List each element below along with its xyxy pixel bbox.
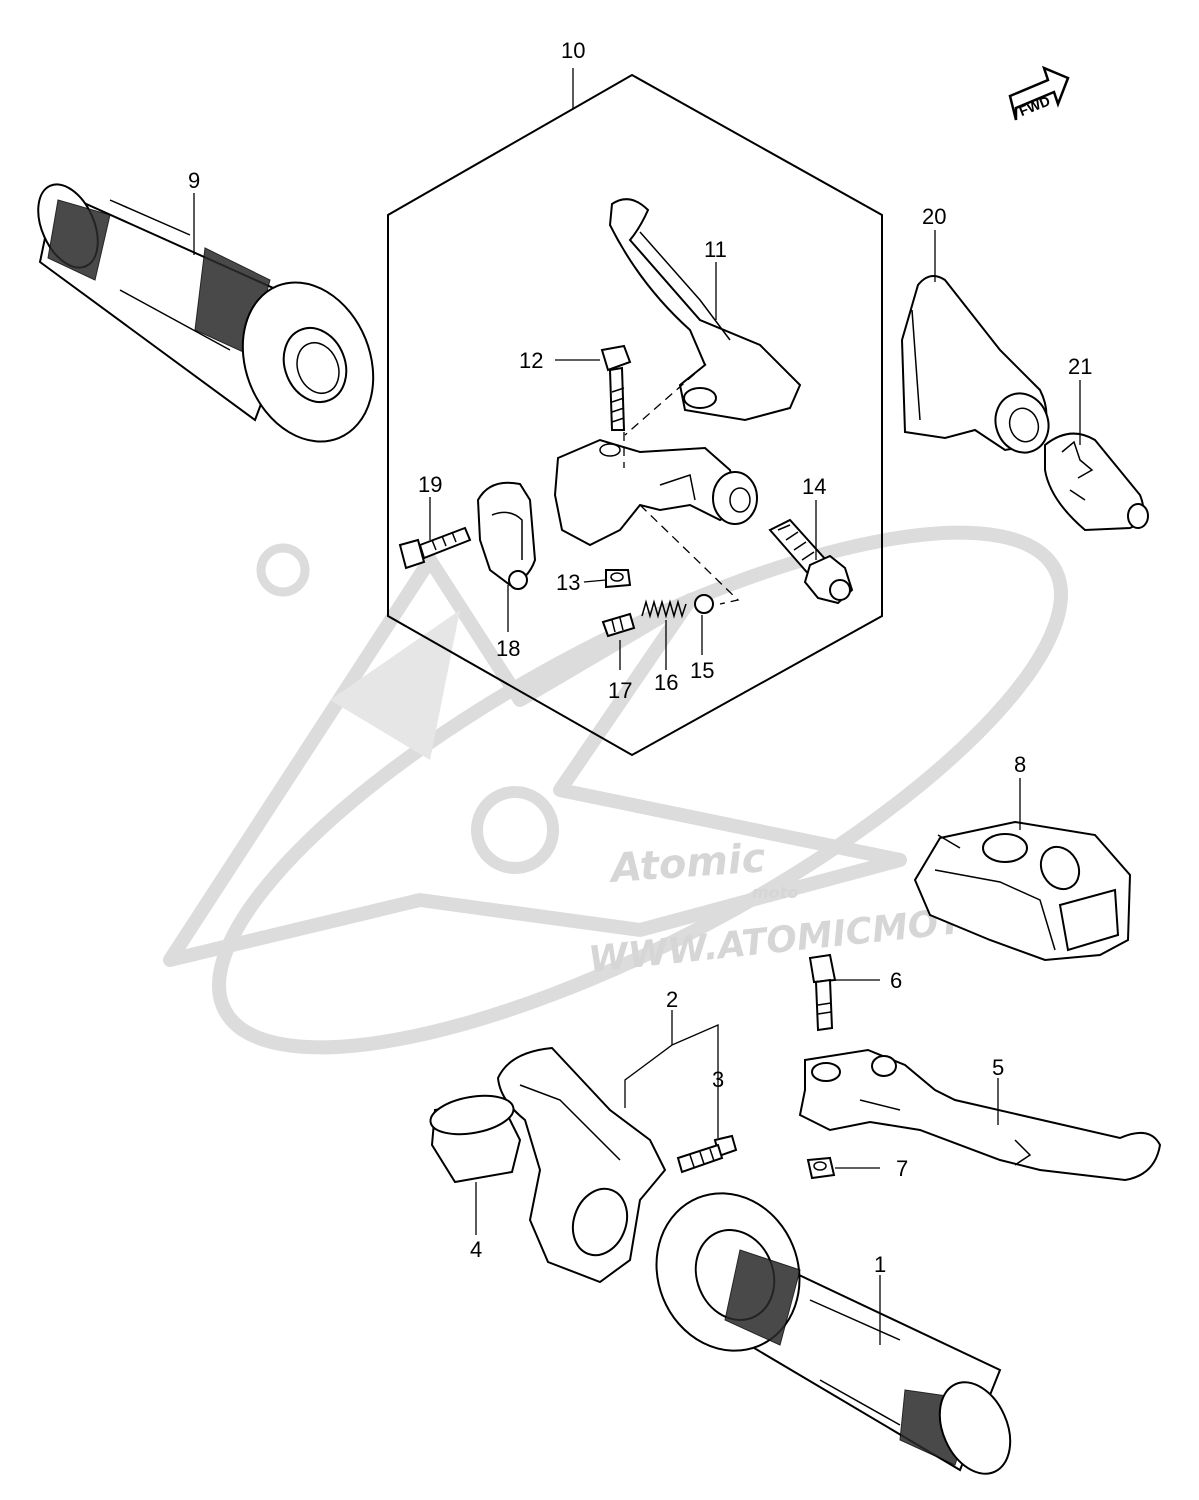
callout-6: 6 <box>890 968 902 993</box>
callout-14: 14 <box>802 474 826 499</box>
callout-5: 5 <box>992 1055 1004 1080</box>
callout-21: 21 <box>1068 354 1092 379</box>
adjuster-14-icon <box>768 518 854 605</box>
callout-11: 11 <box>704 237 727 262</box>
lever-11-icon <box>608 198 802 422</box>
lever-5-icon <box>798 1048 1162 1182</box>
callout-1: 1 <box>874 1252 886 1277</box>
callout-15: 15 <box>690 658 714 683</box>
callout-4: 4 <box>470 1237 482 1262</box>
callout-7: 7 <box>896 1156 908 1181</box>
callout-3: 3 <box>712 1067 724 1092</box>
bolt-6-icon <box>808 953 837 1032</box>
watermark-logo: Atomic moto WWW.ATOMICMOTO.FR <box>163 525 1068 1055</box>
nut-7-icon <box>806 1156 836 1180</box>
callout-10: 10 <box>561 38 585 63</box>
grip-1-icon <box>655 1192 1012 1475</box>
assembly-lines <box>623 363 740 605</box>
callout-17: 17 <box>608 678 632 703</box>
callout-13: 13 <box>556 570 580 595</box>
watermark-sub: moto <box>752 883 798 902</box>
callout-numbers: 1 2 3 4 5 6 7 8 9 10 11 12 13 14 15 16 1… <box>188 38 1092 1277</box>
adjuster-21-icon <box>1044 432 1149 532</box>
leader-lines <box>193 193 1081 1345</box>
bolt-12-icon <box>600 344 632 431</box>
boot-20-icon <box>900 275 1050 454</box>
ball-15-icon <box>694 594 714 614</box>
watermark-brand: Atomic <box>606 835 767 892</box>
callout-16: 16 <box>654 670 678 695</box>
nut-13-icon <box>605 569 632 589</box>
callout-19: 19 <box>418 472 442 497</box>
callout-20: 20 <box>922 204 946 229</box>
callout-9: 9 <box>188 168 200 193</box>
screw-3-icon <box>676 1134 738 1174</box>
lever-holder-icon <box>553 438 758 547</box>
callout-8: 8 <box>1014 752 1026 777</box>
fwd-arrow-icon: FWD <box>1008 65 1070 121</box>
callout-2: 2 <box>666 987 678 1012</box>
cover-8-icon <box>913 820 1132 962</box>
grip-9-icon <box>37 183 375 443</box>
assembly-outline-10 <box>387 68 883 757</box>
collar-4-icon <box>429 1094 522 1184</box>
pin-17-icon <box>601 612 636 638</box>
bracket-2-icon <box>496 1046 667 1284</box>
screw-19-icon <box>398 526 472 570</box>
callout-18: 18 <box>496 636 520 661</box>
spring-16-icon <box>641 599 687 619</box>
callout-12: 12 <box>519 348 543 373</box>
clamp-18-icon <box>476 481 537 590</box>
